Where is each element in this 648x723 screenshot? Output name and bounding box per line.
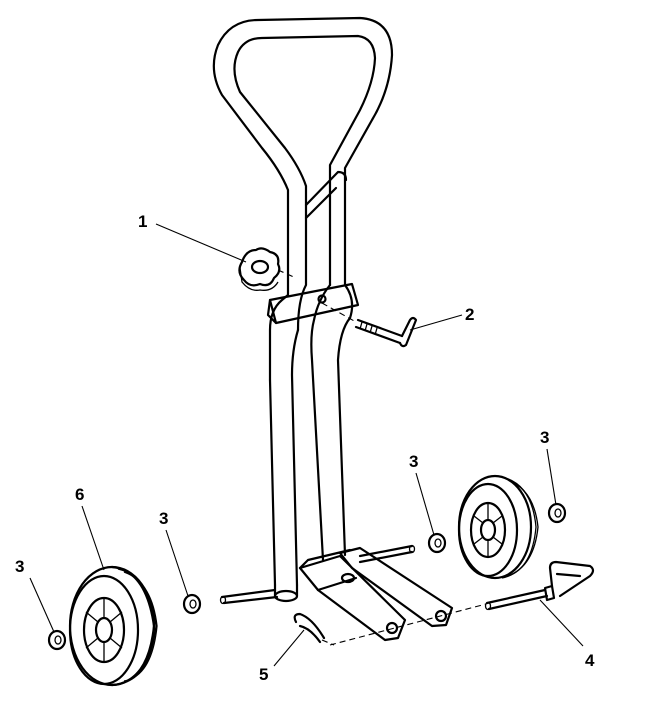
hitch-pin-part [329, 560, 595, 646]
clip-part-right [427, 532, 447, 554]
callout-3-left: 3 [159, 509, 168, 528]
clip-part-left [182, 593, 202, 615]
cotter-pin-part [293, 612, 335, 646]
callout-3-right: 3 [409, 452, 418, 471]
callout-6: 6 [75, 485, 84, 504]
cart-base [219, 544, 454, 642]
wheel-right [457, 474, 539, 580]
callout-3-far-left: 3 [15, 557, 24, 576]
leader-lines [29, 223, 584, 667]
callout-5: 5 [259, 665, 268, 684]
callout-1: 1 [138, 212, 147, 231]
lock-pin-part [321, 302, 418, 348]
mounting-bracket [266, 282, 360, 325]
callout-3-far-right: 3 [540, 428, 549, 447]
callout-2: 2 [465, 305, 474, 324]
clip-part-far-right [547, 502, 567, 524]
knob-part [238, 247, 297, 291]
callout-4: 4 [585, 651, 595, 670]
clip-part-far-left [47, 629, 67, 651]
wheel-left [68, 565, 158, 687]
cart-frame [212, 16, 394, 603]
